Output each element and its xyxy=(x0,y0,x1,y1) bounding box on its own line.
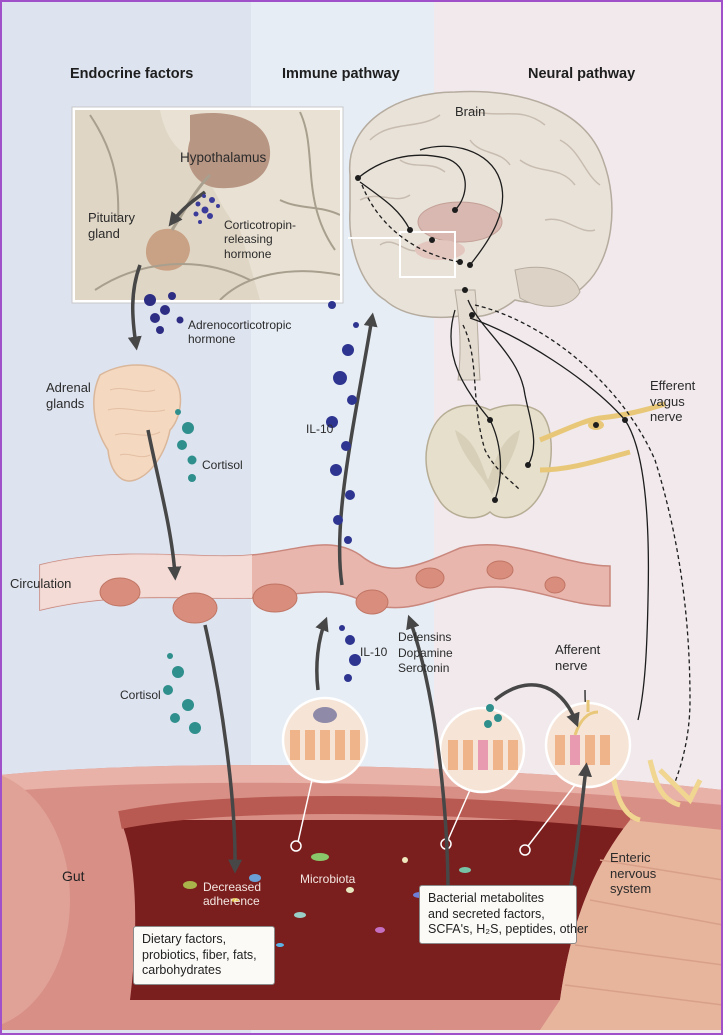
adrenal-label-line: Adrenal xyxy=(46,380,91,396)
afferent-nerve-label: Afferent nerve xyxy=(555,642,600,673)
acth-label-line: Adrenocorticotropic xyxy=(188,318,291,332)
dietary-box-line: carbohydrates xyxy=(142,963,266,979)
adrenal-label-line: glands xyxy=(46,396,91,412)
crh-label-line: hormone xyxy=(224,247,296,261)
immune-header: Immune pathway xyxy=(282,66,400,83)
efferent-vagus-label-line: Efferent xyxy=(650,378,695,394)
pituitary-label: Pituitary gland xyxy=(88,210,135,241)
decreased-adherence-label: Decreased adherence xyxy=(203,880,261,909)
defensins-label-line: Defensins xyxy=(398,630,453,646)
efferent-vagus-label: Efferent vagus nerve xyxy=(650,378,695,425)
defensins-label-line: Serotonin xyxy=(398,661,453,677)
defensins-label-line: Dopamine xyxy=(398,646,453,662)
decreased-adherence-label-line: Decreased xyxy=(203,880,261,894)
hypothalamus-inset xyxy=(75,110,340,300)
efferent-vagus-label-line: nerve xyxy=(650,409,695,425)
gut-label: Gut xyxy=(62,868,85,885)
crh-label-line: releasing xyxy=(224,232,296,246)
crh-label-line: Corticotropin- xyxy=(224,218,296,232)
bacterial-box-line: and secreted factors, xyxy=(428,907,568,923)
hypothalamus-label: Hypothalamus xyxy=(180,150,266,166)
efferent-vagus-label-line: vagus xyxy=(650,394,695,410)
decreased-adherence-label-line: adherence xyxy=(203,894,261,908)
afferent-nerve-label-line: Afferent xyxy=(555,642,600,658)
pituitary-label-line: Pituitary xyxy=(88,210,135,226)
cortisol-lower-label: Cortisol xyxy=(120,688,161,702)
bacterial-metabolites-box: Bacterial metabolites and secreted facto… xyxy=(419,885,577,944)
brain-label: Brain xyxy=(455,104,485,120)
cortisol-upper-label: Cortisol xyxy=(202,458,243,472)
microbiota-label: Microbiota xyxy=(300,872,355,886)
defensins-label: Defensins Dopamine Serotonin xyxy=(398,630,453,677)
crh-label: Corticotropin- releasing hormone xyxy=(224,218,296,261)
pituitary-label-line: gland xyxy=(88,226,135,242)
dietary-box-line: Dietary factors, xyxy=(142,932,266,948)
dietary-factors-box: Dietary factors, probiotics, fiber, fats… xyxy=(133,926,275,985)
enteric-label-line: nervous xyxy=(610,866,656,882)
acth-label-line: hormone xyxy=(188,332,291,346)
il10-lower-label: IL-10 xyxy=(360,645,387,659)
immune-cell-circle xyxy=(283,698,367,782)
neural-header: Neural pathway xyxy=(528,66,635,83)
enteric-label-line: Enteric xyxy=(610,850,656,866)
enteric-label: Enteric nervous system xyxy=(610,850,656,897)
enteric-label-line: system xyxy=(610,881,656,897)
endocrine-header: Endocrine factors xyxy=(70,66,193,83)
il10-upper-label: IL-10 xyxy=(306,422,333,436)
bacterial-box-line: Bacterial metabolites xyxy=(428,891,568,907)
adrenal-label: Adrenal glands xyxy=(46,380,91,411)
bacterial-box-line: SCFA's, H₂S, peptides, other xyxy=(428,922,568,938)
acth-label: Adrenocorticotropic hormone xyxy=(188,318,291,347)
dietary-box-line: probiotics, fiber, fats, xyxy=(142,948,266,964)
afferent-nerve-label-line: nerve xyxy=(555,658,600,674)
circulation-label: Circulation xyxy=(10,576,71,592)
